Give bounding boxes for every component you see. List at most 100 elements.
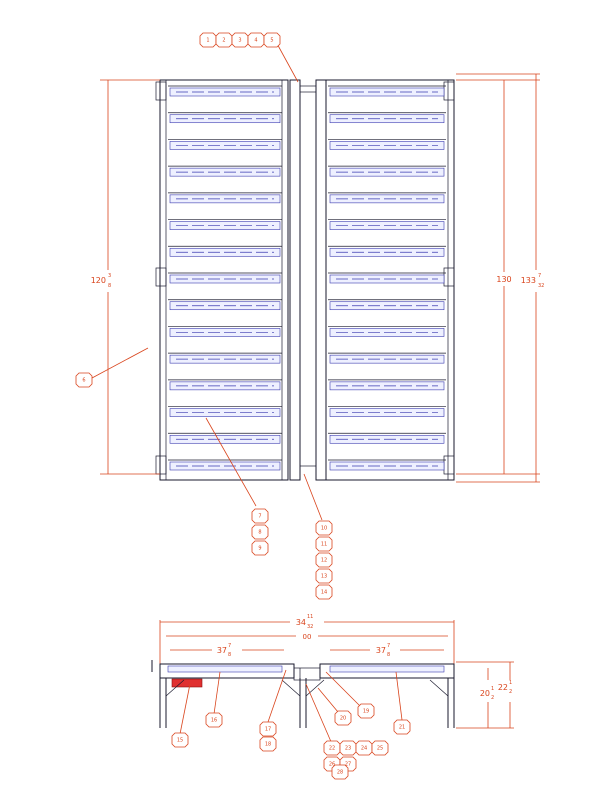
dim-height-a-value: 20 [480,689,490,698]
dim-right-inner-mask [495,272,513,286]
left-panel-frame [159,79,289,481]
callout-middle-3: 9 [251,540,269,556]
dim-side-overall-mask [290,610,324,632]
callout-cluster-3: 24 [355,740,373,756]
callout-middle-3-label: 9 [258,546,261,552]
callout-top-4: 4 [247,32,265,48]
roller [328,432,446,444]
roller [168,219,282,230]
callout-middle-2-label: 8 [258,530,261,536]
roller [168,112,282,124]
callout-right-roller: 21 [393,719,411,735]
callout-right-roller-leader [395,671,403,721]
roller [328,272,446,284]
callout-bottom-2-label: 11 [321,542,327,548]
roller [328,459,446,471]
callout-cluster-leader [305,683,333,745]
callout-left-roller: 16 [205,712,223,728]
callout-left-label: 6 [82,378,85,384]
callout-leg: 15 [171,732,189,748]
roller [328,352,446,364]
callout-top-2: 2 [215,32,233,48]
roller [328,406,446,417]
callout-center-right-label: 19 [363,709,369,715]
roller [328,379,446,391]
callout-cluster-4: 25 [371,740,389,756]
callout-center-bottom: 18 [259,736,277,752]
callout-top-3: 3 [231,32,249,48]
right-roller-side [329,665,445,673]
callout-center-small-leader [317,687,339,713]
callout-center-right: 19 [357,703,375,719]
callout-bottom-2: 11 [315,536,333,552]
side-view: 34 11 32 00 37 7 8 37 7 8 [151,610,520,780]
callout-middle-stack: 7 8 9 [251,508,269,556]
roller [168,326,282,337]
callout-cluster-1-label: 22 [329,746,335,752]
roller [168,432,282,444]
roller [328,165,446,177]
callout-right-roller-label: 21 [399,725,405,731]
left-roller-side [167,665,283,673]
callout-bottom-1-label: 10 [321,526,327,532]
dim-height-mask [478,680,520,702]
bracket-mid-left [155,267,167,287]
dim-right-outer-mask [522,270,552,292]
dim-side-right-frac-den: 8 [387,652,390,658]
roller [328,85,446,97]
dim-side-right-value: 37 [376,646,386,655]
roller [168,85,282,97]
roller [168,299,282,311]
callout-bottom-3: 12 [315,552,333,568]
callout-cluster-2-label: 23 [345,746,351,752]
roller [168,459,282,471]
callout-top-1-label: 1 [206,38,209,44]
bracket-top-right [443,81,455,101]
roller [328,326,446,337]
callout-top-3-label: 3 [238,38,241,44]
roller [328,299,446,311]
brace-left [165,679,185,697]
callout-cluster-7-label: 28 [337,770,343,776]
callout-center-bottom-label: 18 [265,742,271,748]
callout-middle-leader [205,417,257,507]
roller [168,272,282,284]
dim-height-b-value: 22 [498,683,508,692]
roller [168,352,282,364]
dim-side-left-frac-den: 8 [228,652,231,658]
dim-side-left-frac-num: 7 [228,643,231,649]
callout-cluster-4-label: 25 [377,746,383,752]
dim-side-overall-frac-num: 11 [307,614,313,620]
dim-right-outer-value: 133 [521,276,536,285]
roller [168,192,282,204]
roller [168,139,282,150]
callout-middle-2: 8 [251,524,269,540]
roller [328,192,446,204]
bracket-bottom-left [155,455,167,475]
callout-middle-1: 7 [251,508,269,524]
dim-left-mask [96,270,120,292]
callout-center-leader [267,669,287,723]
callout-left-roller-leader [213,671,221,715]
callout-cluster-2: 23 [339,740,357,756]
center-spine-right [315,79,327,481]
callout-cluster-1: 22 [323,740,341,756]
dim-left-frac-den: 8 [108,283,111,289]
brace-center-right [305,679,325,697]
dim-right-outer-frac-num: 7 [538,273,541,279]
callout-left: 6 [75,372,93,388]
callout-cluster-6-label: 27 [345,762,351,768]
center-spine-left [289,79,301,481]
callout-top-2-label: 2 [222,38,225,44]
callout-cluster-5-label: 26 [329,762,335,768]
roller [328,112,446,124]
callout-bottom-4-label: 13 [321,574,327,580]
dim-height-b-frac-num: 1 [509,680,512,686]
dim-side-overall-frac-den: 32 [307,624,313,630]
callout-left-leader [91,347,149,379]
dim-left-value: 120 [91,276,106,285]
callout-top-5-label: 5 [270,38,273,44]
dim-side-inner-mask [296,630,318,642]
dim-side-left-value: 37 [217,646,227,655]
